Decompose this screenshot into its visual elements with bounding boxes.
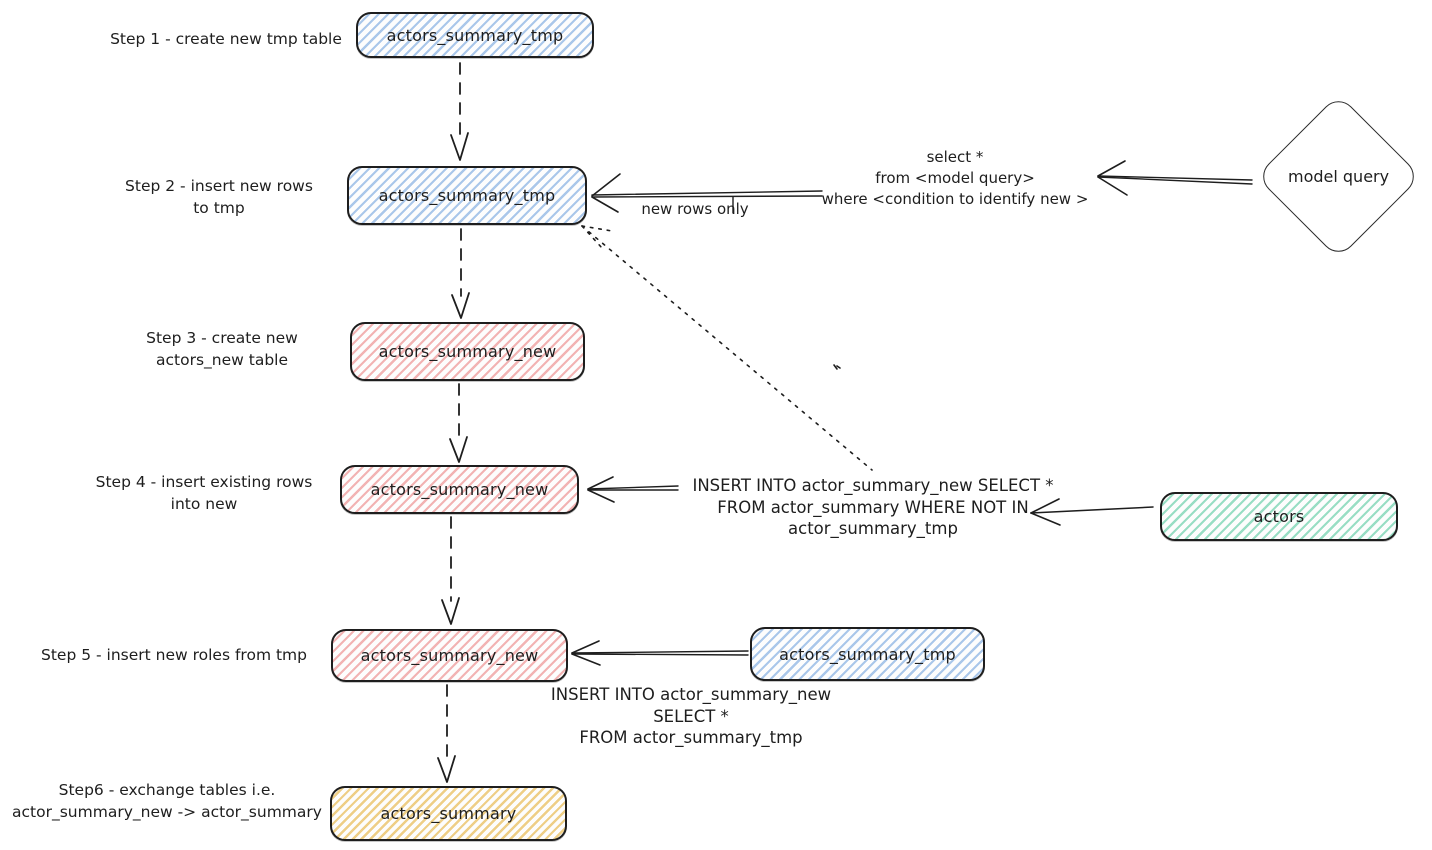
- model-query-sql-annotation: select * from <model query> where <condi…: [821, 148, 1089, 208]
- step1-label: Step 1 - create new tmp table: [110, 30, 342, 48]
- node-label: actors_summary_tmp: [386, 25, 564, 45]
- node-step1-actors-summary-tmp: actors_summary_tmp: [356, 12, 594, 58]
- node-step2-actors-summary-tmp: actors_summary_tmp: [347, 166, 587, 225]
- node-step4-actors-summary-new: actors_summary_new: [340, 465, 579, 514]
- node-actors-source: actors: [1160, 492, 1398, 541]
- arrow-step5-to-step6: [437, 684, 456, 783]
- arrow-modelquery-to-sql: [1097, 160, 1253, 196]
- arrow-step4-to-step5: [441, 516, 460, 625]
- node-step5-actors-summary-new: actors_summary_new: [331, 629, 568, 682]
- arrow-insertsql-to-step4: [587, 476, 679, 503]
- node-label: actors: [1253, 507, 1305, 526]
- insert-from-tmp-sql-annotation: INSERT INTO actor_summary_new SELECT * F…: [550, 685, 832, 747]
- step6-label: Step6 - exchange tables i.e.actor_summar…: [12, 781, 322, 821]
- dotted-arrow-insertsql-to-step2: [581, 225, 873, 471]
- node-label: actors_summary_tmp: [779, 644, 956, 664]
- new-rows-only-annotation: new rows only: [641, 200, 749, 218]
- node-label: actors_summary: [380, 804, 517, 823]
- node-label: actors_summary_new: [370, 480, 549, 499]
- insert-existing-sql-annotation: INSERT INTO actor_summary_new SELECT * F…: [692, 476, 1054, 538]
- node-label: actors_summary_new: [378, 342, 557, 361]
- node-model-query-diamond: model query: [1255, 93, 1422, 260]
- node-label: actors_summary_tmp: [378, 186, 556, 205]
- stray-mark: [833, 364, 841, 370]
- arrow-step3-to-step4: [449, 383, 468, 463]
- arrow-tmpsource-to-step5: [571, 640, 749, 666]
- node-label: model query: [1287, 167, 1390, 186]
- node-step3-actors-summary-new: actors_summary_new: [350, 322, 585, 381]
- step5-label: Step 5 - insert new roles from tmp: [41, 646, 307, 664]
- node-label: actors_summary_new: [360, 646, 539, 665]
- node-step6-actors-summary: actors_summary: [330, 786, 567, 841]
- node-tmp-source: actors_summary_tmp: [750, 627, 985, 681]
- arrow-step1-to-step2: [450, 62, 469, 161]
- arrow-step2-to-step3: [451, 228, 470, 319]
